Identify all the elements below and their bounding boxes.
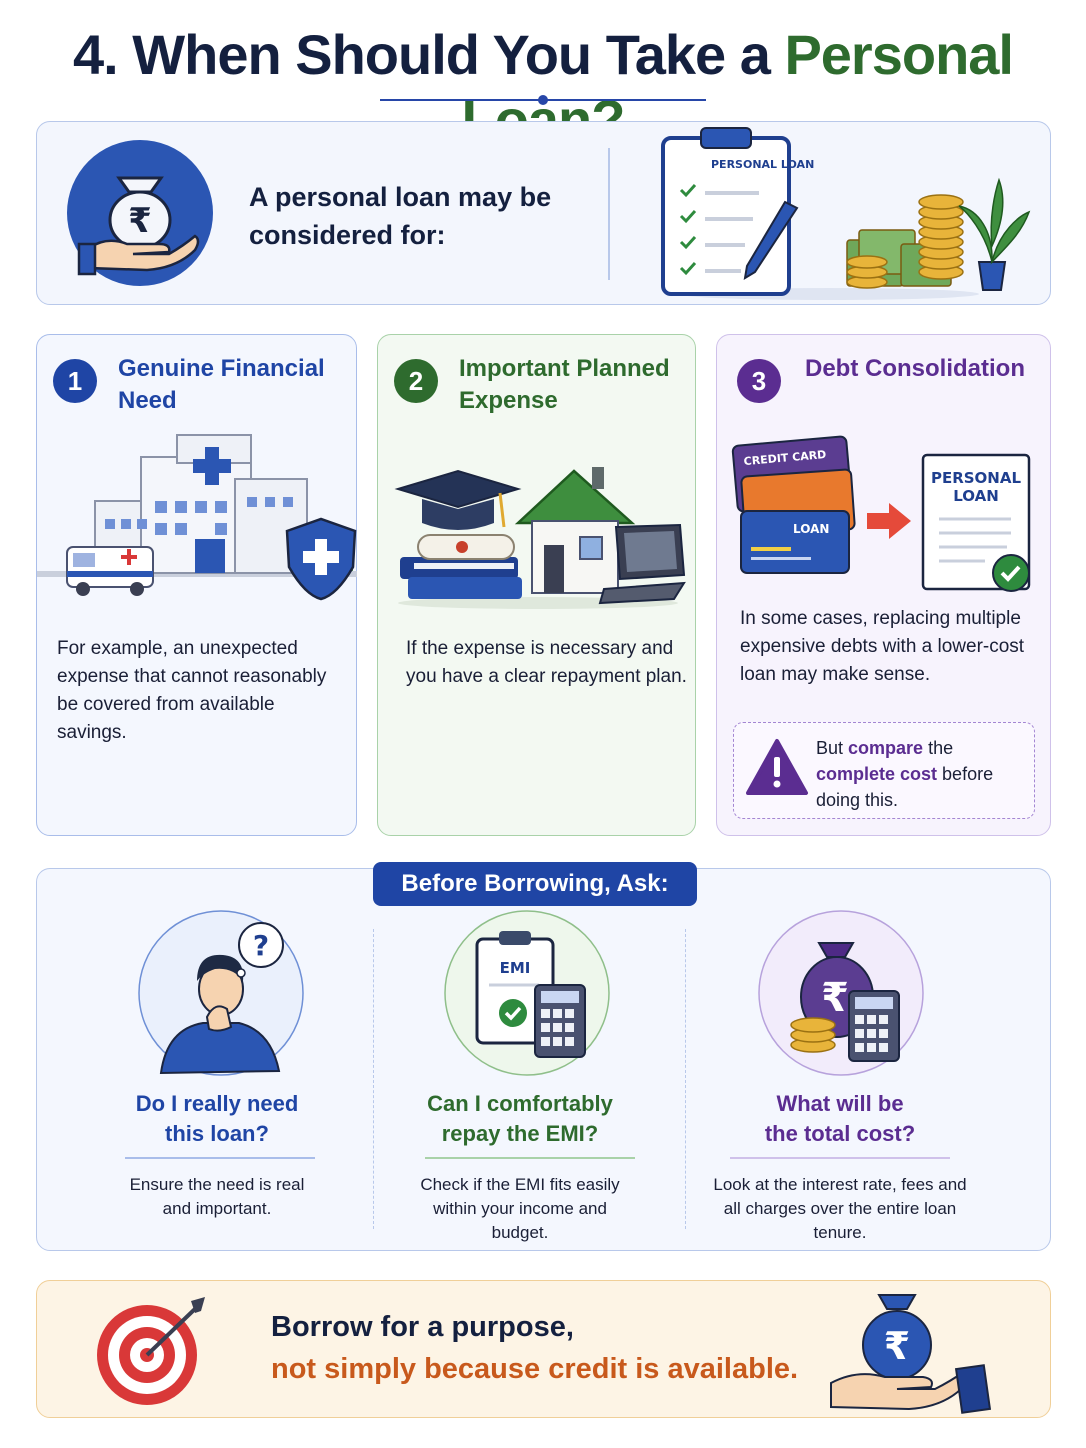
money-bag-hand-icon: ₹ [67, 140, 213, 286]
column-divider [685, 929, 686, 1229]
question-title: What will be the total cost? [685, 1089, 995, 1149]
warning-text: But compare the complete cost before doi… [816, 735, 1026, 813]
question-title: Can I comfortably repay the EMI? [365, 1089, 675, 1149]
card-description: In some cases, replacing multiple expens… [740, 608, 1025, 685]
warning-text-part: But [816, 738, 849, 758]
card-number-badge: 1 [53, 359, 97, 403]
emi-label: EMI [500, 959, 531, 977]
money-bag-hand-icon: ₹ [830, 1294, 992, 1414]
rupee-symbol: ₹ [128, 201, 152, 241]
loan-card-label: LOAN [793, 522, 829, 536]
question-need: ? Do I really need this loan? Ensure the … [62, 909, 372, 1239]
warning-note: But compare the complete cost before doi… [733, 722, 1035, 819]
svg-text:?: ? [253, 929, 269, 962]
before-borrowing-panel: ? Do I really need this loan? Ensure the … [36, 868, 1051, 1251]
question-title-line: What will be [776, 1091, 904, 1116]
question-rule [125, 1157, 315, 1159]
question-title-line: Do I really need [135, 1091, 299, 1116]
footer-line-1: Borrow for a purpose, [271, 1311, 574, 1343]
question-title-line: Can I comfortably [427, 1091, 613, 1116]
warning-icon [746, 739, 808, 795]
warning-highlight-compare: compare [848, 738, 924, 758]
card-title: Genuine Financial Need [118, 355, 325, 414]
column-divider [373, 929, 374, 1229]
card-title: Debt Consolidation [805, 355, 1025, 382]
question-rule [730, 1157, 950, 1159]
intro-text: A personal loan may be considered for: [249, 182, 552, 250]
cost-money-bag-icon: ₹ [758, 910, 924, 1076]
intro-divider [608, 148, 610, 280]
document-label-1: PERSONAL [931, 469, 1022, 487]
card-debt-consolidation: 3 Debt Consolidation CREDIT CARD LOAN PE… [716, 334, 1051, 836]
card-description: For example, an unexpected expense that … [57, 638, 327, 743]
thinking-person-icon: ? [138, 910, 304, 1076]
warning-text-part: the [923, 738, 954, 758]
card-number-badge: 2 [394, 359, 438, 403]
debt-consolidation-illustration: CREDIT CARD LOAN PERSONAL LOAN [717, 427, 1052, 602]
card-genuine-financial-need: 1 Genuine Financial Need [36, 334, 357, 836]
page-title-main: 4. When Should You Take a [73, 23, 785, 86]
question-description: Ensure the need is real and important. [129, 1175, 305, 1218]
loan-clipboard-illustration: PERSONAL LOAN [649, 122, 1039, 309]
question-title: Do I really need this loan? [62, 1089, 372, 1149]
target-icon [97, 1297, 205, 1405]
question-rule [425, 1157, 635, 1159]
svg-text:₹: ₹ [821, 975, 849, 1021]
emi-calculator-icon: EMI [444, 910, 610, 1076]
card-number-badge: 3 [737, 359, 781, 403]
question-description: Look at the interest rate, fees and all … [713, 1175, 967, 1242]
card-description: If the expense is necessary and you have… [406, 638, 687, 687]
clipboard-label: PERSONAL LOAN [711, 158, 814, 171]
question-total-cost: ₹ What will be the total cost? Look at th… [685, 909, 995, 1242]
intro-panel: ₹ A personal loan may be considered for:… [36, 121, 1051, 305]
footer-banner: Borrow for a purpose, not simply because… [36, 1280, 1051, 1418]
hospital-illustration [37, 427, 357, 612]
document-label-2: LOAN [953, 487, 999, 505]
question-emi: EMI Can I comfortably repay the EMI? Chec… [365, 909, 675, 1242]
card-title: Important Planned Expense [459, 355, 670, 414]
warning-highlight-complete-cost: complete cost [816, 764, 938, 784]
title-underline-dot [538, 95, 548, 105]
education-home-laptop-illustration [378, 427, 696, 622]
question-title-line: this loan? [165, 1121, 269, 1146]
svg-text:₹: ₹ [884, 1324, 910, 1368]
page-title: 4. When Should You Take a Personal Loan? [0, 22, 1086, 152]
footer-line-2: not simply because credit is available. [271, 1353, 799, 1385]
question-description: Check if the EMI fits easily within your… [420, 1175, 620, 1242]
question-title-line: the total cost? [764, 1121, 916, 1146]
before-borrowing-badge: Before Borrowing, Ask: [373, 862, 697, 906]
card-important-planned-expense: 2 Important Planned Expense If the expen… [377, 334, 696, 836]
warning-text-part: before doing this. [816, 764, 994, 810]
question-title-line: repay the EMI? [441, 1121, 599, 1146]
